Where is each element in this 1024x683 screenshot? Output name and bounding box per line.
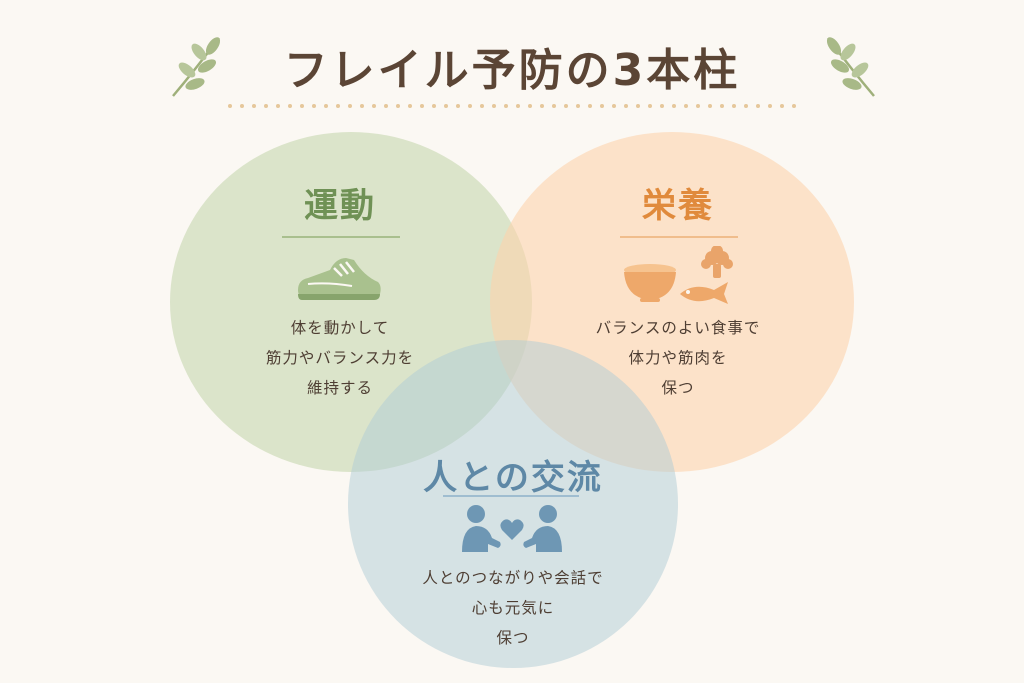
- pillar-social-line: 保つ: [496, 629, 530, 647]
- divider-dot: [576, 104, 580, 108]
- divider-dot: [408, 104, 412, 108]
- divider-dot: [456, 104, 460, 108]
- divider-dot: [624, 104, 628, 108]
- pillar-move-description: 体を動かして 筋力やバランス力を 維持する: [230, 313, 450, 403]
- divider-dot: [612, 104, 616, 108]
- pillar-move-line: 維持する: [306, 379, 373, 397]
- divider-dot: [312, 104, 316, 108]
- divider-dot: [744, 104, 748, 108]
- divider-dot: [696, 104, 700, 108]
- divider-dot: [648, 104, 652, 108]
- people-heart-icon: [462, 505, 562, 552]
- divider-dot: [324, 104, 328, 108]
- pillar-move-line: 体を動かして: [290, 319, 390, 337]
- divider-dot: [756, 104, 760, 108]
- divider-dot: [348, 104, 352, 108]
- pillar-social-description: 人とのつながりや会話で 心も元気に 保つ: [400, 563, 626, 653]
- divider-dot: [240, 104, 244, 108]
- divider-dot: [252, 104, 256, 108]
- divider-dot: [732, 104, 736, 108]
- pillar-social-line: 心も元気に: [471, 599, 555, 617]
- divider-dot: [708, 104, 712, 108]
- divider-dot: [672, 104, 676, 108]
- divider-dot: [444, 104, 448, 108]
- leaf-branch-icon: [172, 37, 221, 97]
- divider-dot: [792, 104, 796, 108]
- pillar-food-label: 栄養: [642, 186, 714, 226]
- divider-dot: [588, 104, 592, 108]
- dotted-divider: [228, 104, 796, 110]
- divider-dot: [336, 104, 340, 108]
- divider-dot: [288, 104, 292, 108]
- divider-dot: [396, 104, 400, 108]
- sneaker-icon: [298, 258, 381, 300]
- rice-bowl-broccoli-fish-icon: [624, 246, 733, 304]
- divider-dot: [660, 104, 664, 108]
- divider-dot: [540, 104, 544, 108]
- divider-dot: [564, 104, 568, 108]
- pillar-food-line: 体力や筋肉を: [628, 349, 728, 367]
- pillar-food-description: バランスのよい食事で 体力や筋肉を 保つ: [568, 313, 788, 403]
- divider-dot: [360, 104, 364, 108]
- divider-dot: [468, 104, 472, 108]
- divider-dot: [264, 104, 268, 108]
- divider-dot: [636, 104, 640, 108]
- divider-dot: [552, 104, 556, 108]
- page-title: フレイル予防の3本柱: [283, 45, 741, 96]
- pillar-food-rule: [620, 236, 738, 238]
- title-area: フレイル予防の3本柱: [0, 26, 1024, 116]
- divider-dot: [768, 104, 772, 108]
- leaf-branch-icon: [826, 37, 875, 97]
- pillar-social-rule: [443, 495, 579, 497]
- divider-dot: [420, 104, 424, 108]
- circle-social: [348, 340, 678, 668]
- divider-dot: [528, 104, 532, 108]
- divider-dot: [684, 104, 688, 108]
- divider-dot: [228, 104, 232, 108]
- divider-dot: [720, 104, 724, 108]
- pillar-move-rule: [282, 236, 400, 238]
- pillar-social-line: 人とのつながりや会話で: [422, 569, 604, 587]
- divider-dot: [504, 104, 508, 108]
- divider-dot: [372, 104, 376, 108]
- pillar-food-line: バランスのよい食事で: [595, 319, 761, 337]
- divider-dot: [384, 104, 388, 108]
- pillar-food-line: 保つ: [661, 379, 695, 397]
- divider-dot: [480, 104, 484, 108]
- divider-dot: [600, 104, 604, 108]
- divider-dot: [516, 104, 520, 108]
- pillar-move-label: 運動: [304, 186, 376, 226]
- divider-dot: [492, 104, 496, 108]
- divider-dot: [780, 104, 784, 108]
- divider-dot: [432, 104, 436, 108]
- divider-dot: [276, 104, 280, 108]
- pillar-social-label: 人との交流: [423, 458, 603, 498]
- pillar-move-line: 筋力やバランス力を: [265, 349, 415, 367]
- divider-dot: [300, 104, 304, 108]
